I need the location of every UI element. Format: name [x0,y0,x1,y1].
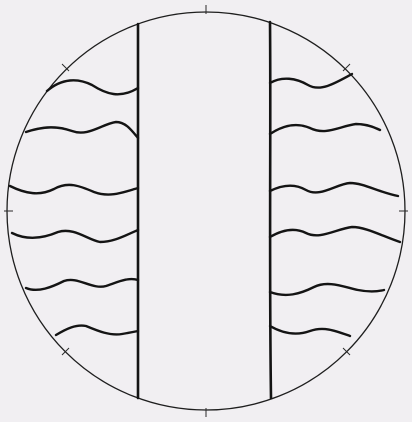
left-wavy-line [12,230,138,242]
right-wavy-line [270,284,384,295]
left-wavy-line [56,326,138,335]
left-wavy-line [26,279,138,290]
left-wavy-line [26,122,138,138]
right-wavy-line [270,183,398,196]
right-band-boundary [270,22,271,398]
right-wavy-line [270,326,350,336]
right-wavy-line [270,74,352,88]
right-wavy-lines [270,74,400,336]
left-wavy-line [47,80,138,94]
tick-marks [4,5,408,417]
left-wavy-line [10,185,138,195]
right-wavy-line [270,124,380,134]
right-wavy-line [270,227,400,242]
left-band-boundary [138,24,139,398]
